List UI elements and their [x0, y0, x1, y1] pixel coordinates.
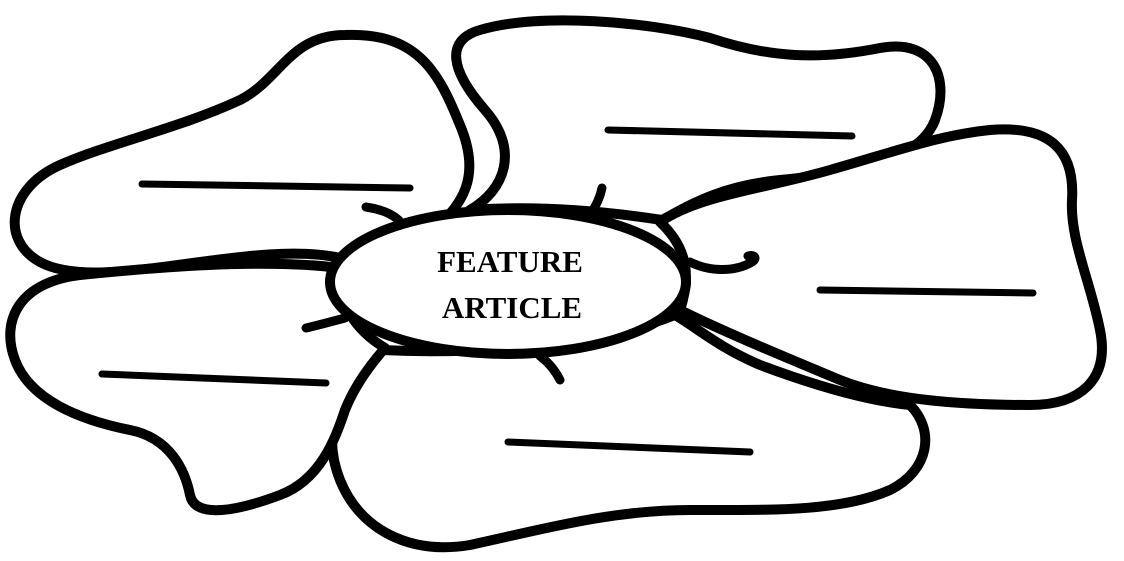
petal-right-writing-line [820, 290, 1033, 293]
petal-top-left-writing-line [142, 184, 410, 188]
petal-left [10, 264, 385, 510]
center-oval: FEATURE ARTICLE [330, 210, 686, 354]
center-title-line-2: ARTICLE [442, 290, 582, 325]
center-title-line-1: FEATURE [437, 244, 583, 279]
